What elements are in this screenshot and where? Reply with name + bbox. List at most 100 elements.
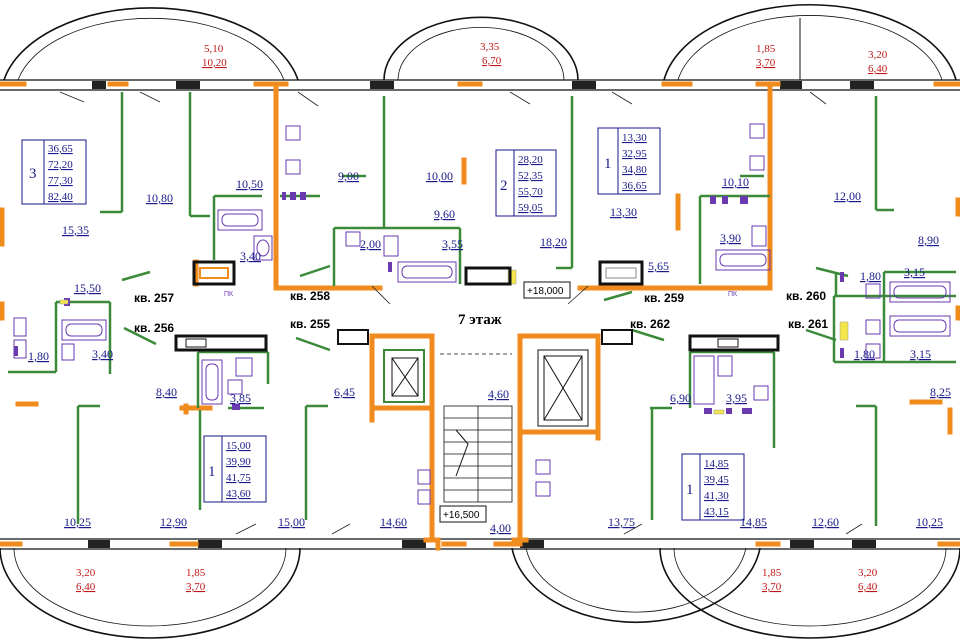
room-area: 3,95 [726,391,747,405]
room-area: 8,25 [930,385,951,399]
balcony-area-full: 3,70 [186,581,206,593]
balcony-area: 1,85 [756,43,776,55]
elevation-18000: +18,000 [527,286,564,297]
room-area: 1,80 [854,347,875,361]
balcony-arcs [0,3,960,639]
area-262-total: 39,45 [704,474,729,486]
room-area: 10,25 [916,515,943,529]
area-259-full: 36,65 [622,180,647,192]
apartment-labels: кв. 257 кв. 258 кв. 259 кв. 260 кв. 256 … [134,289,828,335]
room-area: 18,20 [540,235,567,249]
area-257-total: 72,20 [48,159,73,171]
balcony-area-full: 6,70 [482,55,502,67]
room-area: 4,00 [490,521,511,535]
partitions [8,92,956,526]
room-area: 15,35 [62,223,89,237]
balcony-area: 5,10 [204,43,224,55]
room-area: 4,60 [488,387,509,401]
room-area: 9,00 [338,169,359,183]
room-area: 10,25 [64,515,91,529]
area-256-living: 15,00 [226,440,251,452]
balcony-area-full: 3,70 [756,57,776,69]
balcony-area-full: 6,40 [868,63,888,75]
balcony-area-full: 3,70 [762,581,782,593]
yellow-fixtures [59,269,849,415]
balcony-area: 1,85 [186,567,206,579]
room-area: 3,55 [442,237,463,251]
room-count-256: 1 [208,464,216,480]
window-blocks [88,81,876,548]
room-area: 15,00 [278,515,305,529]
area-256-with-balcony: 41,75 [226,472,251,484]
apt-259-summary: 1 13,30 32,95 34,80 36,65 [597,127,661,195]
bearing-walls [0,81,960,551]
apartment-label-256: кв. 256 [134,321,174,335]
stairwell [440,353,513,503]
apartment-label-260: кв. 260 [786,289,826,303]
room-area: 3,90 [720,231,741,245]
room-area: 2,00 [360,237,381,251]
area-262-living: 14,85 [704,458,729,470]
room-area: 6,90 [670,391,691,405]
balcony-area-full: 6,40 [858,581,878,593]
room-area: 10,10 [722,175,749,189]
room-area: 12,90 [160,515,187,529]
apartment-label-255: кв. 255 [290,317,330,331]
room-count-257: 3 [29,166,37,182]
balcony-area: 3,35 [480,41,500,53]
floor-label: 7 этаж [458,312,502,328]
sanitary-blocks [13,123,951,505]
area-258-total: 52,35 [518,170,543,182]
lift-shafts [383,349,589,427]
area-257-with-balcony: 77,30 [48,175,73,187]
shaft-label-right: ПК [728,291,738,298]
apartment-label-258: кв. 258 [290,289,330,303]
apartment-label-261: кв. 261 [788,317,828,331]
room-count-259: 1 [604,156,612,172]
room-area-labels: 15,35 10,80 10,50 9,00 10,00 9,60 2,00 3… [28,169,951,535]
room-area: 12,00 [834,189,861,203]
area-262-with-balcony: 41,30 [704,490,729,502]
area-259-with-balcony: 34,80 [622,164,647,176]
balcony-area-labels: 5,10 10,20 3,35 6,70 1,85 3,70 3,20 6,40… [76,41,888,593]
elevation-mark-bottom: +16,500 [439,505,487,523]
area-258-full: 59,05 [518,202,543,214]
room-area: 13,75 [608,515,635,529]
room-area: 6,45 [334,385,355,399]
apt-258-summary: 2 28,20 52,35 55,70 59,05 [495,149,557,217]
elevation-16500: +16,500 [443,510,480,521]
apt-257-summary: 3 36,65 72,20 77,30 82,40 [21,139,87,205]
room-area: 10,50 [236,177,263,191]
apt-256-summary: 1 15,00 39,90 41,75 43,60 [203,435,267,503]
room-count-262: 1 [686,482,694,498]
shaft-label-left: ПК [224,291,234,298]
room-area: 13,30 [610,205,637,219]
vent-shafts [174,260,780,352]
room-area: 14,85 [740,515,767,529]
apt-262-summary: 1 14,85 39,45 41,30 43,15 [681,453,745,521]
outer-walls [0,79,960,550]
area-262-full: 43,15 [704,506,729,518]
room-area: 9,60 [434,207,455,221]
balcony-area-full: 10,20 [202,57,227,69]
room-area: 8,90 [918,233,939,247]
room-area: 12,60 [812,515,839,529]
room-area: 8,40 [156,385,177,399]
apartment-label-257: кв. 257 [134,291,174,305]
room-area: 10,80 [146,191,173,205]
balcony-area: 3,20 [858,567,878,579]
area-259-total: 32,95 [622,148,647,160]
door-swings [59,91,863,535]
room-area: 3,85 [230,391,251,405]
elevation-mark-top: +18,000 [523,281,571,299]
area-257-full: 82,40 [48,191,73,203]
room-area: 1,80 [860,269,881,283]
area-256-total: 39,90 [226,456,251,468]
room-area: 15,50 [74,281,101,295]
area-257-living: 36,65 [48,143,73,155]
balcony-area: 1,85 [762,567,782,579]
room-area: 10,00 [426,169,453,183]
apartment-label-262: кв. 262 [630,317,670,331]
room-area: 3,15 [910,347,931,361]
